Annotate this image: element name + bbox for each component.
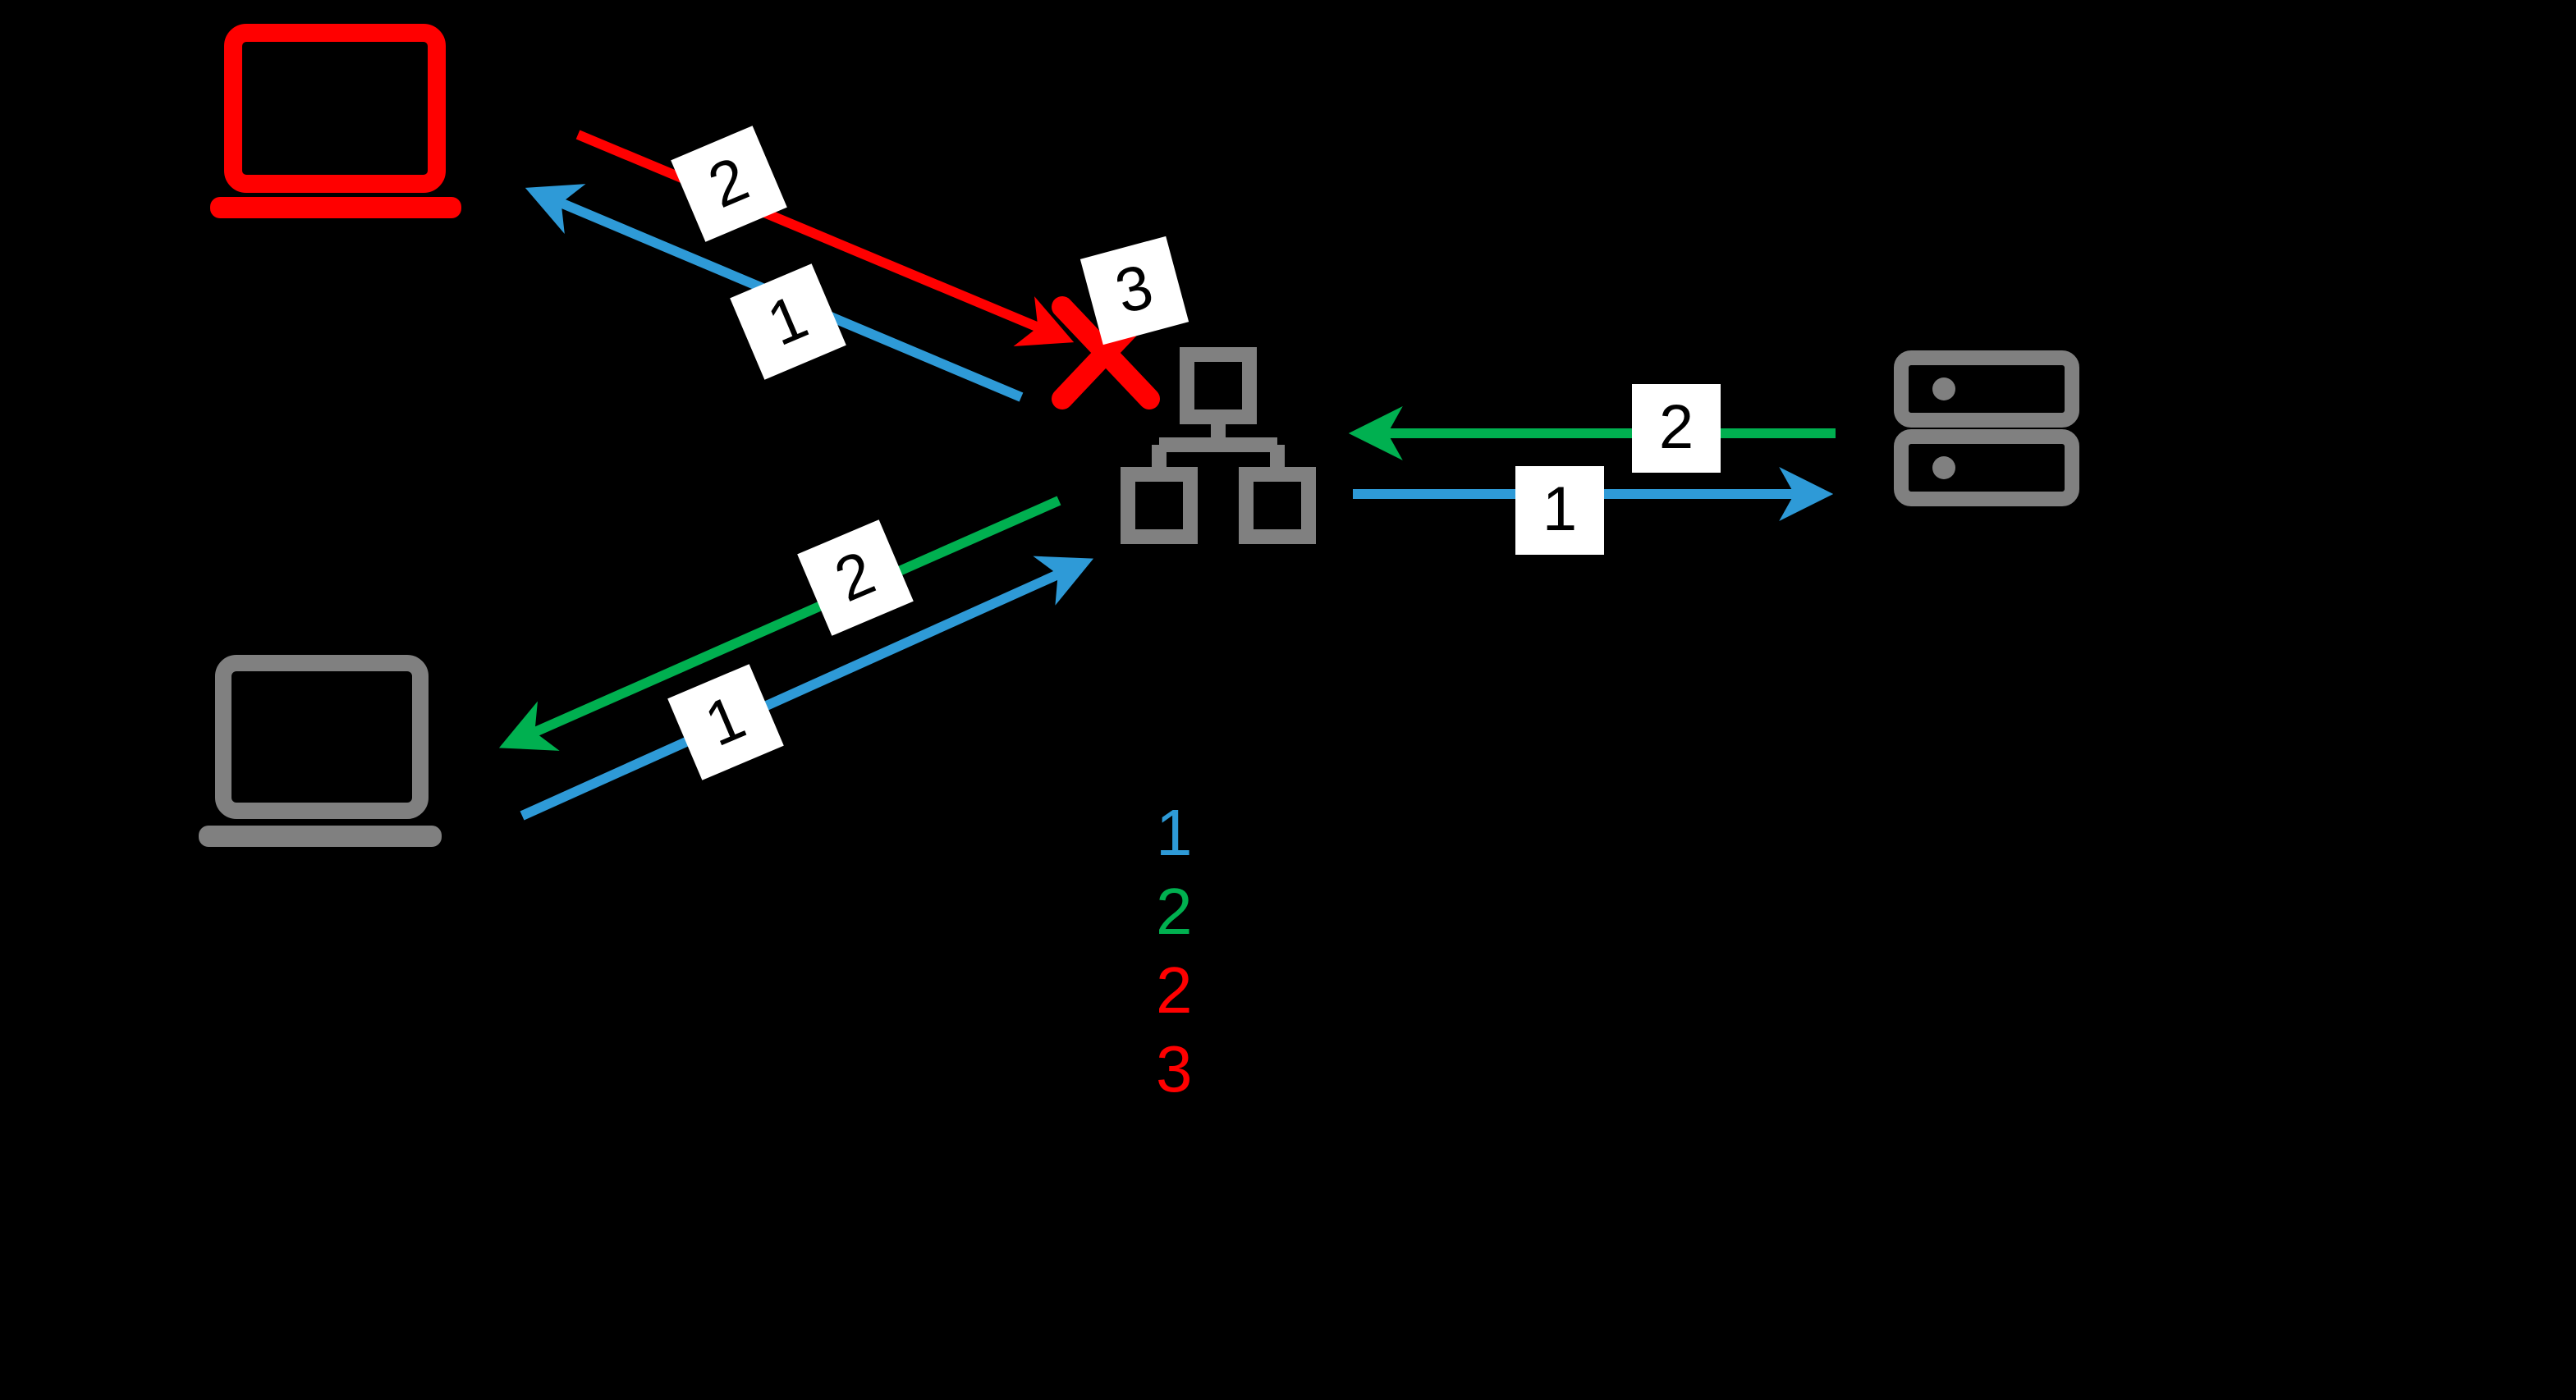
legend-item: 2: [1156, 955, 1193, 1027]
legend: 1 2 2 3: [1156, 794, 1193, 1109]
arrow-green-left: [498, 496, 1061, 751]
arrow-red-top: [575, 130, 1075, 347]
arrow-label: 2: [1632, 384, 1721, 473]
server-icon: [1894, 350, 2079, 506]
arrow-blue-left: [520, 556, 1094, 821]
legend-item: 1: [1156, 798, 1193, 870]
legend-item: 3: [1156, 1034, 1193, 1106]
legend-item: 2: [1156, 876, 1193, 949]
laptop-icon: [210, 24, 461, 218]
laptop-icon: [199, 655, 442, 847]
arrow-label: 1: [1515, 466, 1604, 555]
network-switch-icon: [1121, 347, 1316, 544]
